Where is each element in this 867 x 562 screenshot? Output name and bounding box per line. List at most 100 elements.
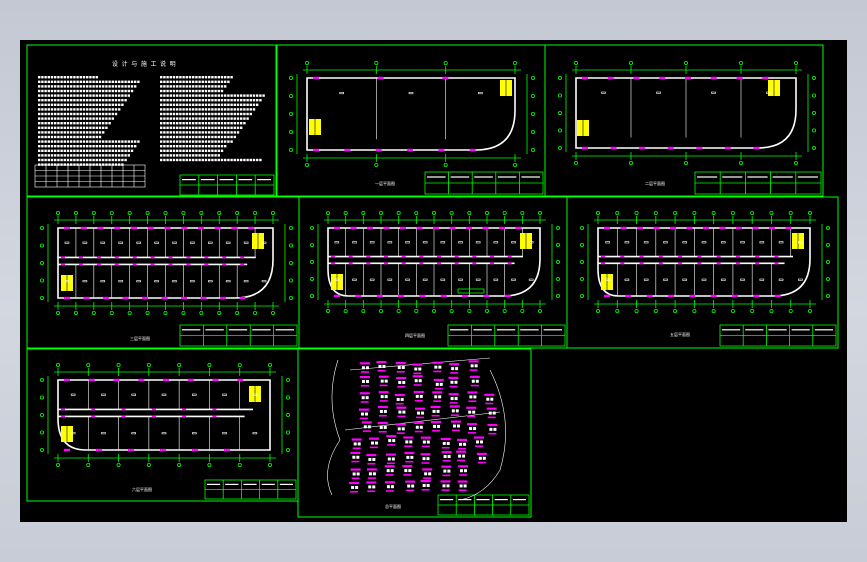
notes-glyph [76,94,79,97]
window-mark [604,294,610,298]
site-building-tag [422,457,426,461]
notes-glyph [185,145,188,148]
notes-glyph [195,131,198,134]
notes-glyph [166,85,169,88]
notes-glyph [217,108,220,111]
door-mark [620,255,625,258]
notes-glyph [172,99,176,102]
notes-glyph [214,154,217,157]
notes-glyph [243,122,246,125]
notes-glyph [89,131,92,134]
notes-glyph [54,145,57,148]
room-tag [478,92,483,95]
notes-glyph [201,145,204,148]
room-tag [261,241,267,244]
notes-glyph [259,94,262,97]
notes-glyph [47,163,50,166]
notes-glyph [195,158,198,162]
site-building-tag [401,366,405,370]
notes-glyph [66,135,70,139]
axis-bubble [288,260,293,265]
sheet-site-frame [297,348,532,518]
notes-glyph [79,103,82,106]
site-building-tag [450,380,454,384]
notes-glyph [114,163,118,166]
site-building [396,376,407,380]
site-building-tag [415,425,419,429]
notes-glyph [233,158,236,162]
window-mark [375,148,382,152]
notes-glyph [224,131,227,134]
notes-glyph [208,89,211,93]
notes-glyph [179,94,182,97]
notes-glyph [192,122,195,125]
window-mark [719,226,726,230]
notes-glyph [192,99,195,102]
notes-glyph [38,158,41,162]
notes-glyph [201,108,204,111]
axis-bubble [39,295,44,300]
notes-glyph [172,80,176,83]
axis-bubble [145,210,150,215]
notes-glyph [169,145,172,148]
notes-glyph [76,89,79,93]
notes-glyph [208,85,211,88]
notes-glyph [185,140,188,143]
notes-glyph [76,140,79,143]
notes-glyph [208,122,211,125]
notes-glyph [224,94,227,97]
title-block-text [476,499,490,501]
notes-glyph [204,76,208,79]
notes-glyph [86,122,89,125]
notes-glyph [54,131,57,134]
notes-glyph [214,85,217,88]
site-building-tag [473,427,477,431]
notes-glyph [44,85,47,88]
site-building [413,384,422,386]
notes-glyph [166,149,169,152]
site-building-tag [406,455,410,459]
site-building [440,437,451,441]
notes-glyph [220,99,224,102]
notes-glyph [214,103,217,106]
notes-glyph [79,112,82,116]
room-tag [191,393,197,396]
title-block-text [279,483,293,485]
notes-glyph [195,89,198,93]
door-mark [240,263,245,266]
notes-glyph [172,89,176,93]
site-building [485,402,494,405]
axis-bubble [634,308,639,313]
site-building [394,393,405,397]
notes-glyph [38,149,41,152]
notes-glyph [60,76,63,79]
notes-glyph [160,122,163,125]
room-tag [334,278,340,281]
notes-glyph [105,117,108,120]
notes-glyph [63,126,66,129]
notes-glyph [236,117,240,120]
site-building [431,420,442,424]
notes-glyph [70,140,73,143]
drawing-canvas[interactable]: 设 计 与 施 工 说 明 一层平面图 二层平面图 三层平面图 四层平面图 五层… [20,40,847,522]
notes-glyph [214,131,217,134]
notes-glyph [92,154,95,157]
plan-5 [580,210,831,313]
cad-model-space[interactable]: 设 计 与 施 工 说 明 一层平面图 二层平面图 三层平面图 四层平面图 五层… [20,40,847,522]
sheet-plan-2-frame [544,44,824,197]
notes-glyph [63,145,66,148]
notes-glyph [111,108,114,111]
axis-bubble [361,210,366,215]
axis-bubble [56,310,61,315]
window-mark [625,294,632,298]
site-building-tag [383,409,387,413]
axis-bubble [692,210,697,215]
notes-glyph [44,122,47,125]
notes-glyph [70,85,73,88]
axis-bubble [629,60,634,65]
door-mark [697,255,702,258]
window-mark [610,146,617,150]
notes-glyph [108,108,111,111]
room-tag [70,432,76,435]
site-building [487,416,496,419]
